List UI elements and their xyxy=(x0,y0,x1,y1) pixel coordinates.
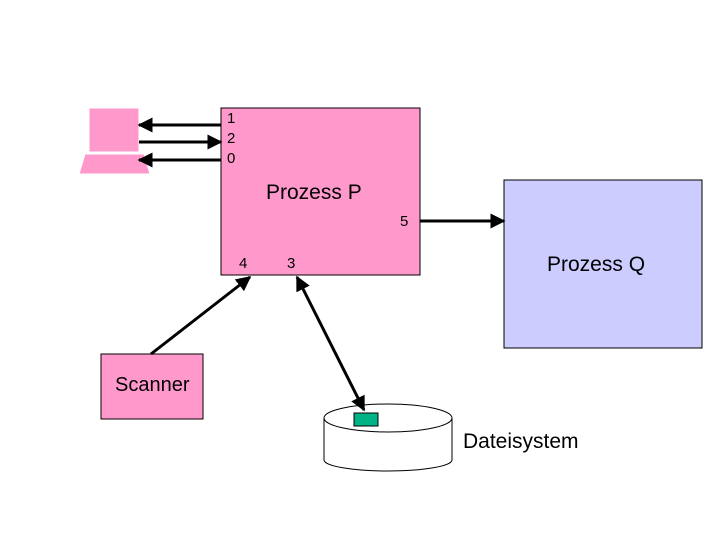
process-q-box xyxy=(503,179,703,349)
scanner-box xyxy=(100,353,204,420)
arrow-channel-3 xyxy=(295,275,366,412)
filesystem-cylinder xyxy=(323,403,453,472)
terminal-icon xyxy=(78,107,151,175)
channel-1-label: 1 xyxy=(227,110,236,127)
arrow-channel-4 xyxy=(150,275,252,356)
channel-5-label: 5 xyxy=(400,213,409,230)
process-p-box xyxy=(220,107,421,276)
channel-3-label: 3 xyxy=(287,255,296,272)
channel-0-label: 0 xyxy=(227,150,236,167)
file-icon xyxy=(353,412,379,427)
filesystem-label: Dateisystem xyxy=(463,430,579,453)
channel-4-label: 4 xyxy=(239,255,248,272)
channel-2-label: 2 xyxy=(227,130,236,147)
scanner-label: Scanner xyxy=(115,374,190,396)
process-p-title: Prozess P xyxy=(266,181,362,204)
process-q-title: Prozess Q xyxy=(547,253,646,276)
